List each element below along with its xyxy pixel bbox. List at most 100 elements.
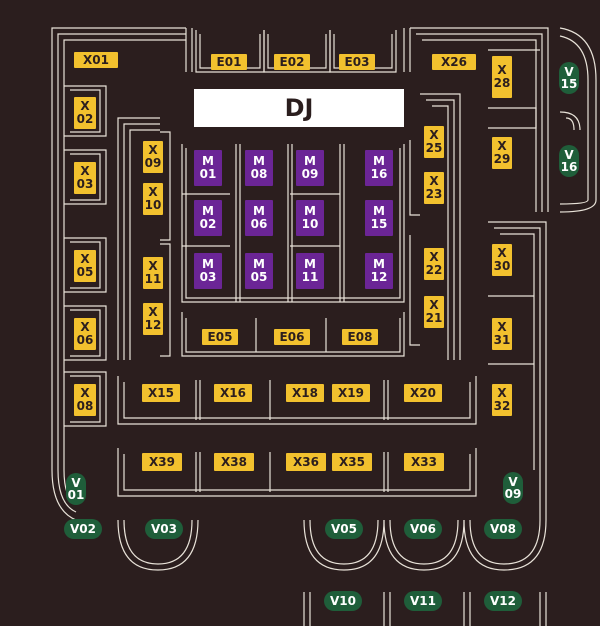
aisle-line [559,27,597,213]
table-x19[interactable]: X19 [332,384,370,402]
table-e01[interactable]: E01 [211,54,247,70]
table-x01[interactable]: X01 [74,52,118,68]
table-v12[interactable]: V12 [484,591,522,611]
table-v03[interactable]: V03 [145,519,183,539]
aisle-line [117,448,477,497]
aisle-line [70,241,101,289]
aisle-line [70,309,101,357]
aisle-line [416,33,543,212]
aisle-line [51,469,77,521]
aisle-line [329,30,397,73]
aisle-line [160,131,171,241]
aisle-line [432,105,449,360]
aisle-line [488,107,537,129]
aisle-line [70,89,101,133]
table-x18[interactable]: X18 [286,384,324,402]
table-e06[interactable]: E06 [274,329,310,345]
table-x35[interactable]: X35 [332,453,372,471]
table-v02[interactable]: V02 [64,519,102,539]
table-x20[interactable]: X20 [404,384,442,402]
aisle-line [181,312,405,357]
table-e05[interactable]: E05 [202,329,238,345]
aisle-line [565,117,575,131]
aisle-line [117,519,199,571]
dj-stage: DJ [194,89,404,127]
aisle-line [64,85,107,137]
table-e03[interactable]: E03 [339,54,375,70]
table-v06[interactable]: V06 [404,519,442,539]
aisle-line [123,382,471,419]
aisle-line [469,519,541,565]
aisle-line [463,519,547,571]
table-x39[interactable]: X39 [142,453,182,471]
aisle-line [57,33,186,470]
aisle-line [303,519,385,571]
aisle-line [181,144,405,303]
aisle-line [488,221,547,470]
aisle-line [426,99,455,360]
table-x33[interactable]: X33 [404,453,444,471]
table-x26[interactable]: X26 [432,54,476,70]
aisle-line [309,519,379,565]
aisle-line [160,243,171,357]
table-e08[interactable]: E08 [342,329,378,345]
aisle-line [383,519,465,571]
table-x36[interactable]: X36 [286,453,326,471]
aisle-line [409,140,420,216]
aisle-line [64,149,107,205]
aisle-line [129,129,160,360]
aisle-line [64,305,107,361]
aisle-line [559,111,581,131]
aisle-line [185,148,401,299]
table-x15[interactable]: X15 [142,384,180,402]
table-v08[interactable]: V08 [484,519,522,539]
aisle-line [64,237,107,293]
aisle-line [70,153,101,201]
table-v11[interactable]: V11 [404,591,442,611]
table-v10[interactable]: V10 [324,591,362,611]
aisle-line [51,27,186,470]
aisle-line [422,39,537,212]
table-x38[interactable]: X38 [214,453,254,471]
table-v05[interactable]: V05 [325,519,363,539]
table-x16[interactable]: X16 [214,384,252,402]
aisle-line [123,454,471,491]
table-e02[interactable]: E02 [274,54,310,70]
